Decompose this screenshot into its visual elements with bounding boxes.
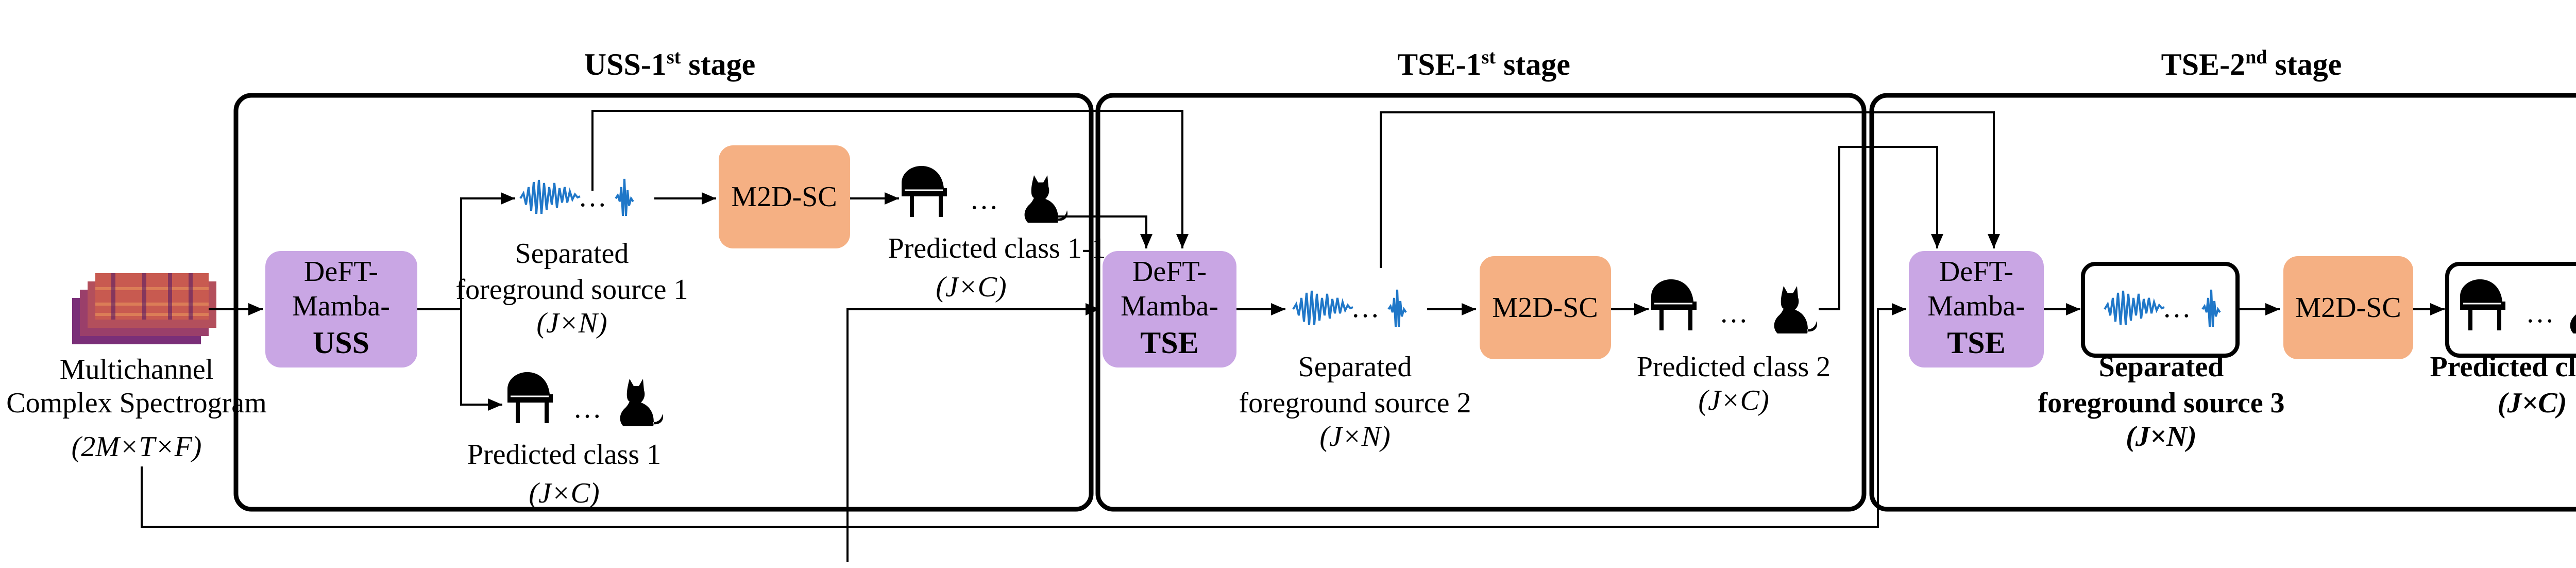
deft-mamba-uss-block — [265, 251, 417, 367]
input-to-tse2-wire — [141, 303, 1906, 528]
sep2-label-line1: Separated — [1298, 351, 1412, 383]
ellipsis: … — [573, 392, 602, 424]
deft-tse1-line3: TSE — [1140, 326, 1198, 360]
class2-to-tse2-wire — [1819, 146, 1943, 310]
deft-mamba-tse2-block — [1909, 251, 2044, 367]
pred3-label: Predicted class 3 — [2430, 351, 2576, 383]
source1-to-tse1-wire — [591, 110, 1189, 248]
uss1-stage-title: USS-1st stage — [584, 46, 755, 81]
deft-uss-line1: DeFT- — [304, 256, 378, 288]
ellipsis: … — [2526, 297, 2554, 329]
piano-icon — [2459, 278, 2506, 331]
sep2-dims: (J×N) — [1319, 421, 1390, 453]
ellipsis: … — [970, 183, 998, 215]
tse1-stage-frame — [1095, 93, 1867, 512]
deft-uss-line3: USS — [313, 326, 369, 360]
pred11-label: Predicted class 1-1 — [888, 232, 1106, 264]
waveform-icon — [2104, 290, 2165, 326]
sep3-label-line2: foreground source 3 — [2038, 387, 2284, 419]
deft-tse2-line2: Mamba- — [1927, 290, 2025, 322]
input-label-line1: Multichannel — [60, 354, 214, 386]
input-dims: (2M×T×F) — [72, 431, 202, 463]
m2d-sc-block-3 — [2283, 256, 2413, 359]
deft-tse2-line3: TSE — [1947, 326, 2005, 360]
m2d-sc-3-label: M2D-SC — [2295, 292, 2401, 324]
pred1-label: Predicted class 1 — [467, 439, 661, 471]
m2d-sc-block-1 — [719, 145, 850, 248]
pred1-dims: (J×C) — [529, 477, 599, 509]
sep1-label-line1: Separated — [515, 238, 629, 270]
input-label-line2: Complex Spectrogram — [6, 387, 266, 419]
uss-to-source1-wire — [417, 192, 515, 310]
source2-to-tse2-wire — [1380, 111, 2000, 268]
deft-tse1-line1: DeFT- — [1132, 256, 1207, 288]
pred2-label: Predicted class 2 — [1637, 351, 1831, 383]
input-to-tse1-wire — [846, 303, 1100, 562]
deft-uss-line2: Mamba- — [292, 290, 390, 322]
cat-icon — [620, 379, 664, 426]
cat-icon — [2570, 286, 2576, 333]
spectrogram-stack-icon — [72, 273, 216, 344]
tse2-stage-frame — [1869, 93, 2576, 512]
ellipsis: … — [2162, 292, 2191, 324]
deft-mamba-tse1-block — [1103, 251, 1236, 367]
uss-to-class1-wire — [460, 309, 502, 411]
sep2-label-line2: foreground source 2 — [1239, 387, 1471, 419]
waveform-icon — [1387, 289, 1407, 328]
m2d-sc-1-label: M2D-SC — [731, 181, 837, 213]
sep3-label-line1: Separated — [2099, 351, 2224, 383]
m2d-sc-2-label: M2D-SC — [1492, 292, 1598, 324]
pred3-dims: (J×C) — [2498, 387, 2567, 419]
deft-tse1-line2: Mamba- — [1121, 290, 1218, 322]
ellipsis: … — [1351, 292, 1380, 324]
waveform-icon — [1292, 290, 1354, 326]
m2d-sc-block-2 — [1480, 256, 1611, 359]
tse1-stage-title: TSE-1st stage — [1397, 46, 1570, 81]
piano-icon — [901, 165, 948, 218]
sep1-dims: (J×N) — [536, 307, 607, 339]
piano-icon — [1650, 278, 1698, 331]
piano-icon — [506, 371, 554, 424]
tse2-stage-title: TSE-2nd stage — [2161, 46, 2342, 81]
deft-tse2-line1: DeFT- — [1939, 256, 2013, 288]
pred11-dims: (J×C) — [936, 271, 1006, 303]
pred2-dims: (J×C) — [1698, 385, 1769, 416]
sep3-dims: (J×N) — [2126, 421, 2197, 453]
class11-to-tse1-wire — [1056, 215, 1153, 248]
ellipsis: … — [1719, 297, 1748, 329]
class3-highlight-frame — [2445, 262, 2576, 358]
sep1-label-line2: foreground source 1 — [456, 274, 688, 306]
waveform-icon — [519, 179, 581, 215]
waveform-icon — [2201, 289, 2221, 328]
cat-icon — [1774, 286, 1818, 333]
uss1-stage-frame — [233, 93, 1094, 512]
waveform-icon — [615, 178, 634, 217]
